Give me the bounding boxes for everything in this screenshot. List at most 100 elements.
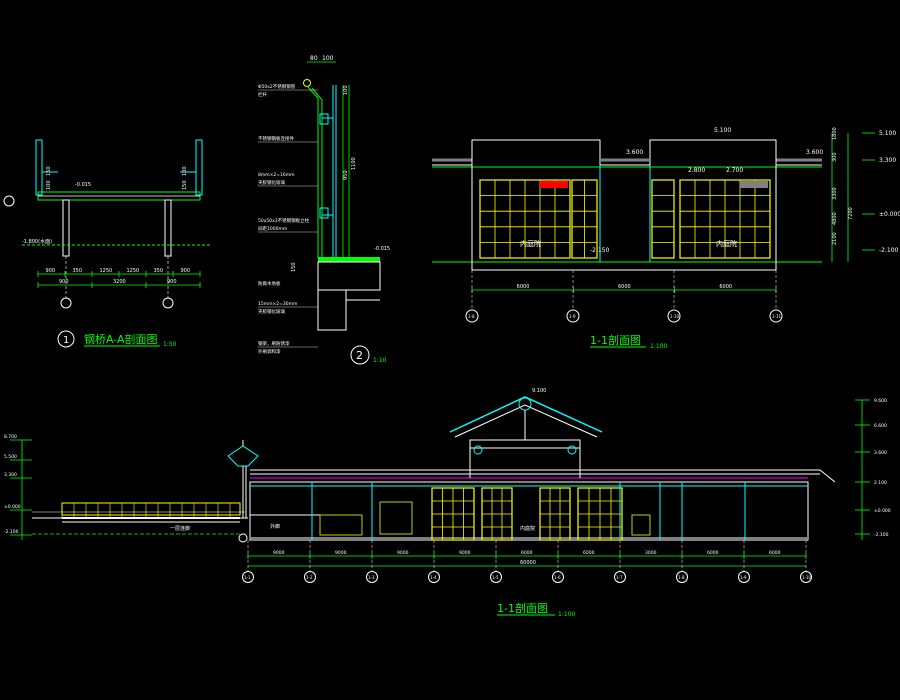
bridge-dim2-2: 900: [167, 279, 177, 285]
bridge-dim1-2: 1250: [100, 268, 113, 274]
large-elev-right-0: 9.600: [874, 398, 887, 404]
large-elev-left-2: 3.300: [4, 472, 17, 478]
railing-scale: 1:10: [373, 357, 387, 364]
svg-text:100: 100: [46, 180, 52, 190]
svg-text:内庭院: 内庭院: [520, 525, 535, 532]
small-section-scale: 1:100: [650, 343, 667, 350]
railing-note-0: Φ50x2不锈钢钢管: [258, 83, 296, 90]
small-elev-0: 5.100: [879, 130, 896, 137]
window-frame: [651, 179, 675, 259]
svg-text:100: 100: [182, 166, 188, 176]
large-dim-4: 6000: [521, 550, 533, 556]
large-dim-8: 6000: [769, 550, 781, 556]
bridge-dim1-5: 900: [181, 268, 191, 274]
large-axis-9: 1-10: [802, 575, 812, 580]
svg-text:外廊: 外廊: [270, 523, 280, 530]
railing-left: [35, 139, 43, 196]
large-elev-left-0: 8.700: [4, 434, 17, 440]
large-elev-right-1: 6.600: [874, 423, 887, 429]
svg-text:2.800: 2.800: [688, 167, 705, 174]
svg-text:1100: 1100: [351, 157, 357, 170]
large-axis-4: 1-5: [492, 575, 499, 580]
large-axis-6: 1-7: [616, 575, 623, 580]
railing-right: [195, 139, 203, 196]
small-dim-2: 6000: [719, 284, 732, 290]
small-axis-2: 1-10: [670, 314, 680, 319]
small-axis-0: 1-8: [468, 314, 475, 319]
small-elev-1: 3.300: [879, 157, 896, 164]
large-axis-3: 1-4: [430, 575, 437, 580]
svg-text:-2.150: -2.150: [590, 247, 610, 254]
small-vdim-3: 7200: [848, 207, 854, 220]
red-window-panel: [540, 181, 568, 188]
large-dim-3: 9000: [459, 550, 471, 556]
railing-note-7: 防腐木地板: [258, 280, 281, 287]
large-dim-1: 9000: [335, 550, 347, 556]
railing-index-circle: [350, 345, 370, 365]
svg-text:80: 80: [310, 55, 318, 62]
small-vdim-1: 300: [832, 152, 838, 162]
bridge-water-elevation: -1.800(水面): [22, 238, 52, 245]
large-elev-right-4: ±0.000: [874, 508, 891, 514]
railing-index: 2: [356, 349, 363, 362]
large-elev-right-2: 3.600: [874, 450, 887, 456]
bridge-section-scale: 1:50: [163, 341, 177, 348]
railing-note-8: 15mm×2=30mm: [258, 301, 297, 307]
small-vdim-4: 4800: [832, 212, 838, 225]
large-section-title: 1-1剖面图: [497, 601, 548, 615]
railing-detail-drawing: 80 100 100 950 1100 150 -0.015 Φ50x2不锈钢钢…: [258, 55, 390, 365]
central-gable-roof: [449, 396, 603, 433]
railing-note-5: 50x50x3不锈钢钢板立柱: [258, 217, 310, 224]
large-elev-left-1: 5.500: [4, 454, 17, 460]
bridge-dim1-4: 350: [154, 268, 164, 274]
bridge-dim2-0: 900: [59, 279, 69, 285]
large-dim-5: 6000: [583, 550, 595, 556]
svg-text:100: 100: [322, 55, 334, 62]
large-elev-left-4: -2.100: [4, 529, 19, 535]
large-elev-left-3: ±0.000: [4, 504, 21, 510]
railing-note-1: 栏杆: [258, 91, 267, 98]
small-dim-1: 6000: [618, 284, 631, 290]
large-elev-right-3: 2.100: [874, 480, 887, 486]
small-dim-0: 6000: [517, 284, 530, 290]
room-label-right: 内庭院: [716, 239, 737, 248]
svg-text:950: 950: [343, 170, 349, 180]
svg-text:150: 150: [182, 180, 188, 190]
large-dim-0: 9000: [273, 550, 285, 556]
large-elevations-left: 8.700 5.500 3.300 ±0.000 -2.100: [4, 434, 32, 540]
large-dim-2: 9000: [397, 550, 409, 556]
small-section-drawing: 内庭院 内庭院 5.100 3.600 3.600 2.800 2.700 -2…: [432, 127, 900, 350]
large-axis-2: 1-3: [368, 575, 375, 580]
large-total-dim: 60000: [520, 560, 536, 566]
railing-deck: [318, 257, 380, 262]
railing-note-3: 8mm×2=16mm: [258, 172, 295, 178]
svg-text:150: 150: [46, 166, 52, 176]
small-section-title: 1-1剖面图: [590, 333, 641, 347]
svg-text:150: 150: [291, 262, 297, 272]
small-vdim-5: 2100: [832, 232, 838, 245]
bridge-section-title: 钢桥A-A剖面图: [84, 332, 158, 346]
railing-note-4: 夹胶钢化玻璃: [258, 179, 285, 186]
svg-text:100: 100: [343, 85, 349, 95]
large-axis-7: 1-8: [678, 575, 685, 580]
railing-note-11: 外刷调和漆: [258, 348, 281, 355]
large-axis-5: 1-6: [554, 575, 561, 580]
bridge-dim1-3: 1250: [127, 268, 140, 274]
railing-note-6: 间距1000mm: [258, 225, 287, 232]
large-dim-6: 3000: [645, 550, 657, 556]
bridge-deck-elevation: -0.015: [75, 182, 91, 188]
bridge-index-circle: [57, 330, 75, 348]
railing-note-10: 钢梁，刷防锈漆: [258, 340, 290, 347]
railing-note-2: 不锈钢钢板连接件: [258, 135, 294, 142]
large-elevations-right: 9.600 6.600 3.600 2.100 ±0.000 -2.100: [855, 398, 891, 540]
large-elev-right-5: -2.100: [874, 532, 889, 538]
